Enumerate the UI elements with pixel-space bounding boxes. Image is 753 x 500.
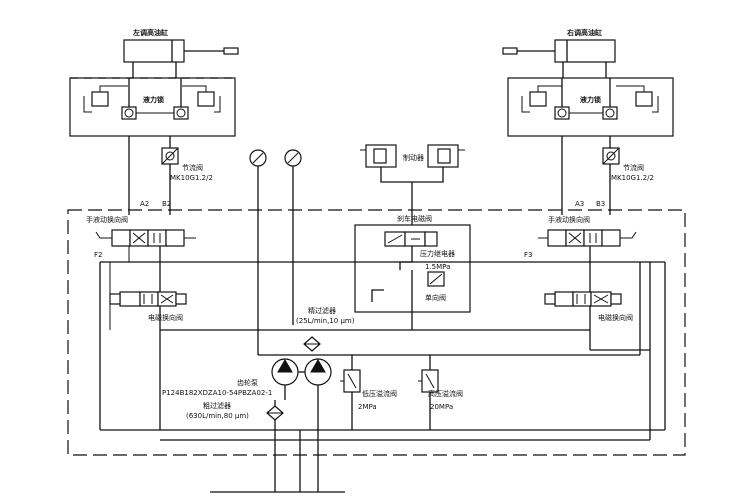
- left-solenoid-label: 电磁换向阀: [148, 313, 183, 322]
- check-valve-label: 单向阀: [425, 293, 446, 302]
- port-b2: B2: [162, 200, 171, 208]
- pressure-gauge-1: [249, 149, 267, 355]
- left-throttle-model: MK10G1.2/2: [170, 174, 213, 182]
- left-hydraulic-lock: 液力锁: [69, 77, 236, 137]
- port-a3: A3: [575, 200, 584, 208]
- left-cylinder-label: 左调高油缸: [132, 28, 168, 37]
- coarse-filter-label: 粗过滤器: [203, 401, 231, 410]
- brake-assembly: 制动器: [360, 144, 465, 230]
- pressure-gauge-2: [284, 149, 302, 325]
- left-cylinder: 左调高油缸: [123, 28, 239, 78]
- left-hydraulic-lock-label: 液力锁: [143, 95, 164, 104]
- left-solenoid-directional-valve: 电磁换向阀: [109, 291, 187, 322]
- brake-solenoid-block: 刹车电磁阀 压力继电器 1.5MPa 单向阀: [354, 214, 471, 330]
- main-piping: [99, 246, 666, 493]
- brake-label: 制动器: [403, 153, 424, 162]
- right-throttle-label: 节流阀: [623, 163, 644, 172]
- port-f3: F3: [524, 251, 532, 259]
- port-b3: B3: [596, 200, 605, 208]
- brake-solenoid-label: 刹车电磁阀: [397, 214, 432, 223]
- high-relief-label: 高压溢流阀: [428, 389, 463, 398]
- right-throttle-model: MK10G1.2/2: [611, 174, 654, 182]
- gear-pump: 齿轮泵 P124B182XDZA10-54PBZA02-1: [162, 358, 332, 400]
- low-relief-value: 2MPa: [358, 403, 377, 411]
- fine-filter-spec: (25L/min,10 μm): [296, 317, 355, 325]
- right-throttle-valve: 节流阀 MK10G1.2/2: [602, 147, 654, 182]
- left-manual-directional-valve: 手液动换向阀: [86, 215, 196, 330]
- high-pressure-relief-valve: 高压溢流阀 20MPa: [418, 369, 463, 411]
- right-cylinder: 右调高油缸: [502, 28, 616, 78]
- right-manual-directional-valve: 手液动换向阀: [538, 215, 637, 247]
- left-throttle-label: 节流阀: [182, 163, 203, 172]
- right-solenoid-directional-valve: 电磁换向阀: [544, 291, 633, 322]
- port-a2: A2: [140, 200, 149, 208]
- high-relief-value: 20MPa: [430, 403, 453, 411]
- main-boundary: [67, 209, 686, 456]
- right-hydraulic-lock-label: 液力锁: [580, 95, 601, 104]
- right-cylinder-label: 右调高油缸: [566, 28, 602, 37]
- pressure-relay-label: 压力继电器: [420, 249, 455, 258]
- coarse-filter: 粗过滤器 (630L/min,80 μm): [186, 400, 284, 440]
- port-f2: F2: [94, 251, 102, 259]
- low-relief-label: 低压溢流阀: [362, 389, 397, 398]
- fine-filter-label: 精过滤器: [308, 306, 336, 315]
- fine-filter: 精过滤器 (25L/min,10 μm): [296, 306, 355, 352]
- pressure-value: 1.5MPa: [425, 263, 450, 271]
- left-manual-label: 手液动换向阀: [86, 215, 128, 224]
- coarse-filter-spec: (630L/min,80 μm): [186, 412, 249, 420]
- right-solenoid-label: 电磁换向阀: [598, 313, 633, 322]
- right-hydraulic-lock: 液力锁: [507, 77, 674, 137]
- low-pressure-relief-valve: 低压溢流阀 2MPa: [340, 369, 397, 411]
- gear-pump-model: P124B182XDZA10-54PBZA02-1: [162, 389, 272, 397]
- right-manual-label: 手液动换向阀: [548, 215, 590, 224]
- gear-pump-label: 齿轮泵: [237, 378, 258, 387]
